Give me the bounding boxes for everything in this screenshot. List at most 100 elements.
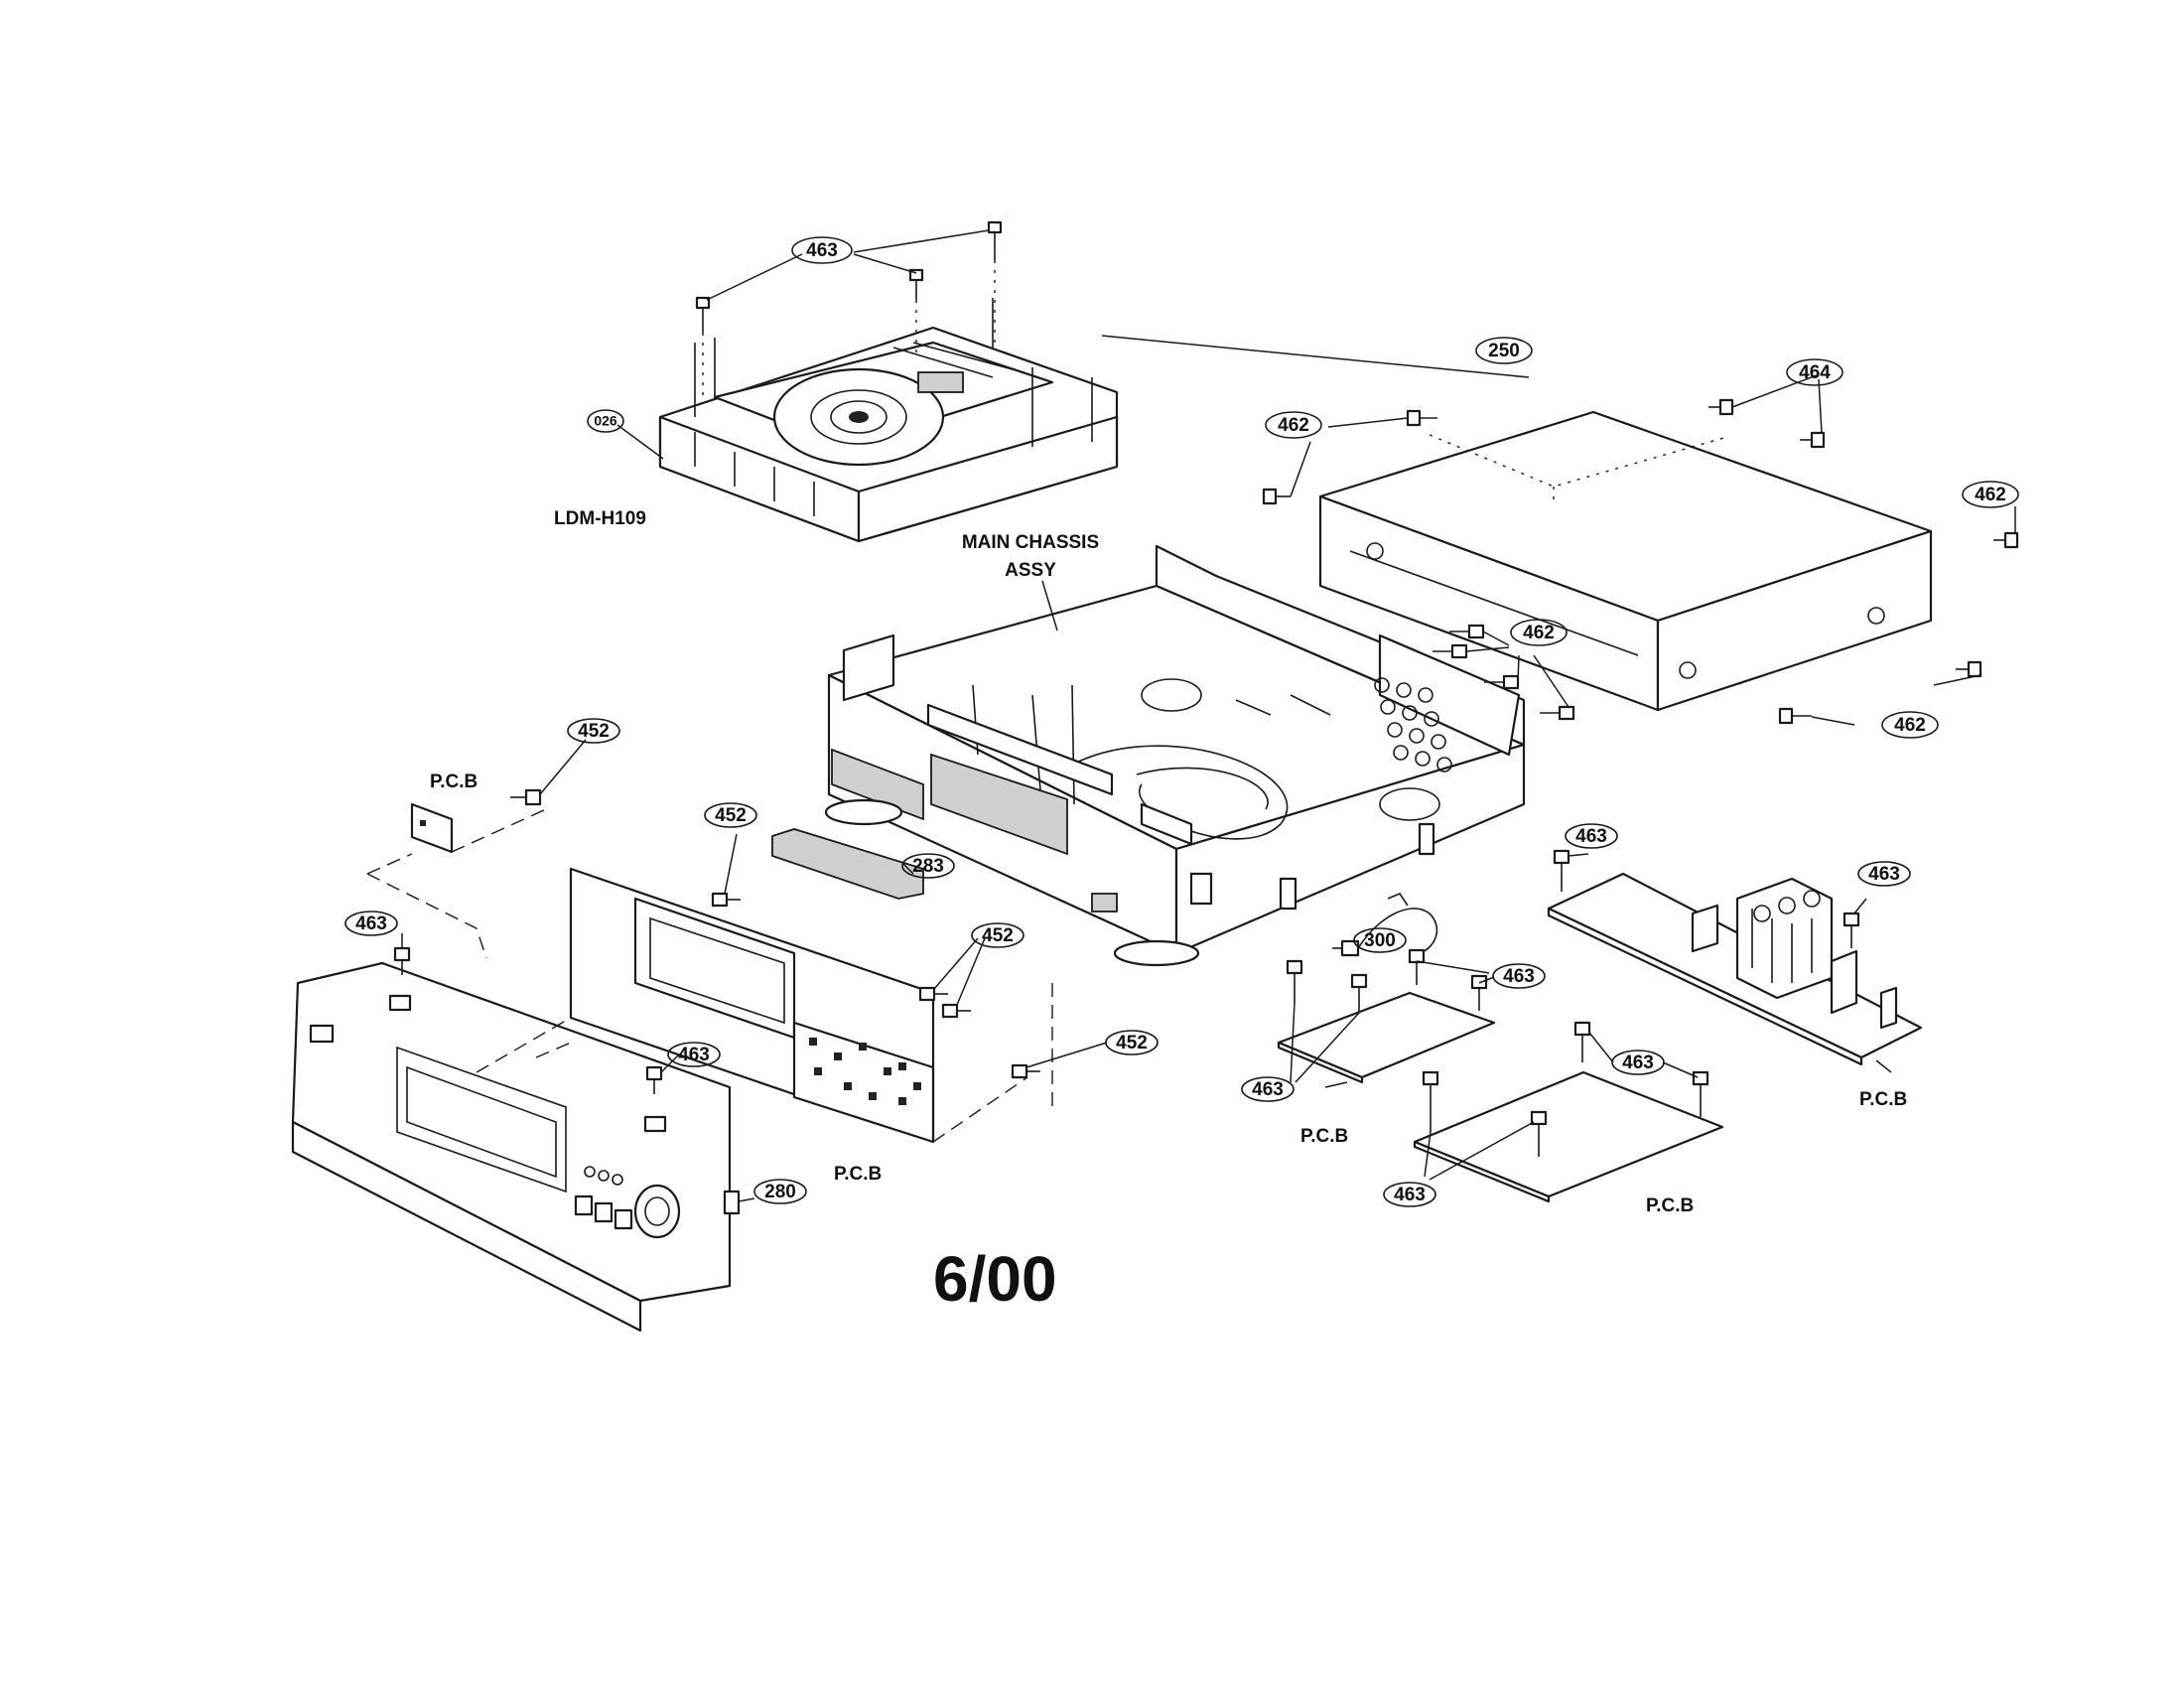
- callout-464: 464: [1786, 358, 1843, 386]
- screw-icon: [1422, 1070, 1439, 1132]
- screw-icon: [918, 986, 948, 1002]
- callout-462-bottom-right: 462: [1881, 711, 1939, 739]
- screw-icon: [908, 268, 924, 300]
- svg-text:452: 452: [715, 805, 747, 826]
- callout-462-chassis: 462: [1510, 619, 1568, 646]
- screw-icon: [1350, 973, 1368, 1013]
- screw-icon: [1530, 1110, 1548, 1157]
- screw-icon: [1708, 398, 1734, 416]
- callout-452-small-pcb: 452: [567, 718, 620, 744]
- svg-text:462: 462: [1894, 715, 1926, 736]
- svg-text:462: 462: [1523, 623, 1555, 643]
- label-pcb-small: P.C.B: [430, 772, 478, 792]
- callout-463-bottom-right: 463: [1611, 1050, 1665, 1075]
- svg-text:300: 300: [1364, 930, 1396, 951]
- power-pcb: [1277, 948, 1496, 1088]
- power-cord: [1332, 893, 1438, 957]
- bottom-pcb: [1413, 1021, 1724, 1203]
- callout-463-rear-right: 463: [1857, 861, 1911, 887]
- screw-icon: [1553, 849, 1570, 892]
- screw-icon: [1956, 660, 1982, 678]
- front-pcb: [569, 867, 935, 1144]
- screw-icon: [1540, 705, 1575, 721]
- callout-462-right: 462: [1962, 481, 2019, 508]
- tray-door: [771, 828, 924, 900]
- labels: LDM-H109 MAIN CHASSIS ASSY P.C.B P.C.B P…: [430, 508, 1907, 1315]
- label-ldm: LDM-H109: [554, 508, 646, 529]
- rear-pcb: [1547, 849, 1923, 1073]
- callout-452-front-pcb: 452: [704, 802, 757, 828]
- callout-283: 283: [901, 853, 955, 879]
- screw-icon: [1484, 674, 1520, 690]
- screw-icon: [711, 892, 741, 908]
- svg-text:463: 463: [1252, 1079, 1284, 1100]
- callout-300: 300: [1353, 927, 1407, 953]
- screw-icon: [510, 788, 542, 806]
- svg-text:452: 452: [1116, 1033, 1148, 1053]
- screw-icon: [645, 1065, 663, 1094]
- callout-463-panel-left: 463: [344, 911, 398, 936]
- small-front-pcb: [366, 739, 587, 959]
- svg-text:283: 283: [912, 856, 944, 877]
- vent-holes: [1374, 677, 1452, 772]
- front-pcb-screws: [711, 833, 1108, 1143]
- label-assy: ASSY: [1005, 560, 1056, 581]
- callout-463-rear-left: 463: [1565, 823, 1618, 849]
- svg-text:464: 464: [1799, 362, 1831, 383]
- screw-icon: [1449, 624, 1485, 639]
- jack-block: [1735, 877, 1834, 1000]
- label-pcb-power: P.C.B: [1300, 1126, 1348, 1147]
- label-main-chassis: MAIN CHASSIS: [962, 532, 1099, 553]
- loader-screws: [616, 220, 1003, 460]
- svg-text:452: 452: [982, 925, 1014, 946]
- svg-text:462: 462: [1278, 415, 1309, 436]
- callout-463-bottom-left: 463: [1383, 1182, 1436, 1207]
- main-chassis: [824, 544, 1526, 967]
- svg-text:026: 026: [594, 413, 617, 429]
- screw-icon: [1262, 488, 1291, 505]
- pcb-dots: [809, 1038, 921, 1105]
- callout-462-left: 462: [1265, 411, 1322, 439]
- screw-icon: [1286, 959, 1303, 1003]
- label-pcb-bottom: P.C.B: [1646, 1195, 1694, 1216]
- svg-text:462: 462: [1975, 485, 2006, 505]
- label-pcb-rear: P.C.B: [1859, 1089, 1907, 1110]
- screw-icon: [1800, 431, 1826, 449]
- svg-text:250: 250: [1488, 341, 1520, 361]
- screw-icon: [1573, 1021, 1591, 1062]
- callout-026: 026: [587, 409, 624, 433]
- svg-text:463: 463: [1394, 1185, 1426, 1205]
- callout-452-lower: 452: [1105, 1030, 1159, 1055]
- screw-icon: [987, 220, 1003, 260]
- screw-icon: [1408, 948, 1426, 985]
- screw-icon: [1993, 531, 2019, 549]
- callout-250: 250: [1475, 337, 1533, 364]
- svg-text:463: 463: [355, 913, 387, 934]
- screw-icon: [1406, 409, 1437, 427]
- svg-text:463: 463: [806, 240, 838, 261]
- callout-463-loader: 463: [791, 236, 853, 264]
- front-panel: [291, 933, 755, 1333]
- screw-icon: [1778, 707, 1812, 725]
- callout-280: 280: [753, 1179, 807, 1204]
- callout-463-power-right: 463: [1492, 963, 1546, 989]
- top-cover: [1318, 410, 1933, 712]
- screw-icon: [1470, 974, 1488, 1011]
- screw-icon: [941, 1003, 971, 1019]
- svg-text:452: 452: [578, 721, 610, 742]
- chassis-screws: [1433, 624, 1575, 721]
- svg-text:463: 463: [678, 1045, 710, 1065]
- svg-text:463: 463: [1503, 966, 1535, 987]
- loader-mechanism: [658, 298, 1119, 543]
- label-pcb-front: P.C.B: [834, 1164, 882, 1185]
- screw-icon: [695, 296, 711, 333]
- svg-text:463: 463: [1575, 826, 1607, 847]
- svg-text:463: 463: [1622, 1052, 1654, 1073]
- callout-463-panel-mid: 463: [667, 1042, 721, 1067]
- plug-icon: [1332, 939, 1360, 957]
- callout-463-power-left: 463: [1241, 1076, 1295, 1102]
- cover-screws: [1101, 335, 2019, 726]
- svg-text:280: 280: [764, 1182, 796, 1202]
- screw-icon: [1692, 1070, 1709, 1117]
